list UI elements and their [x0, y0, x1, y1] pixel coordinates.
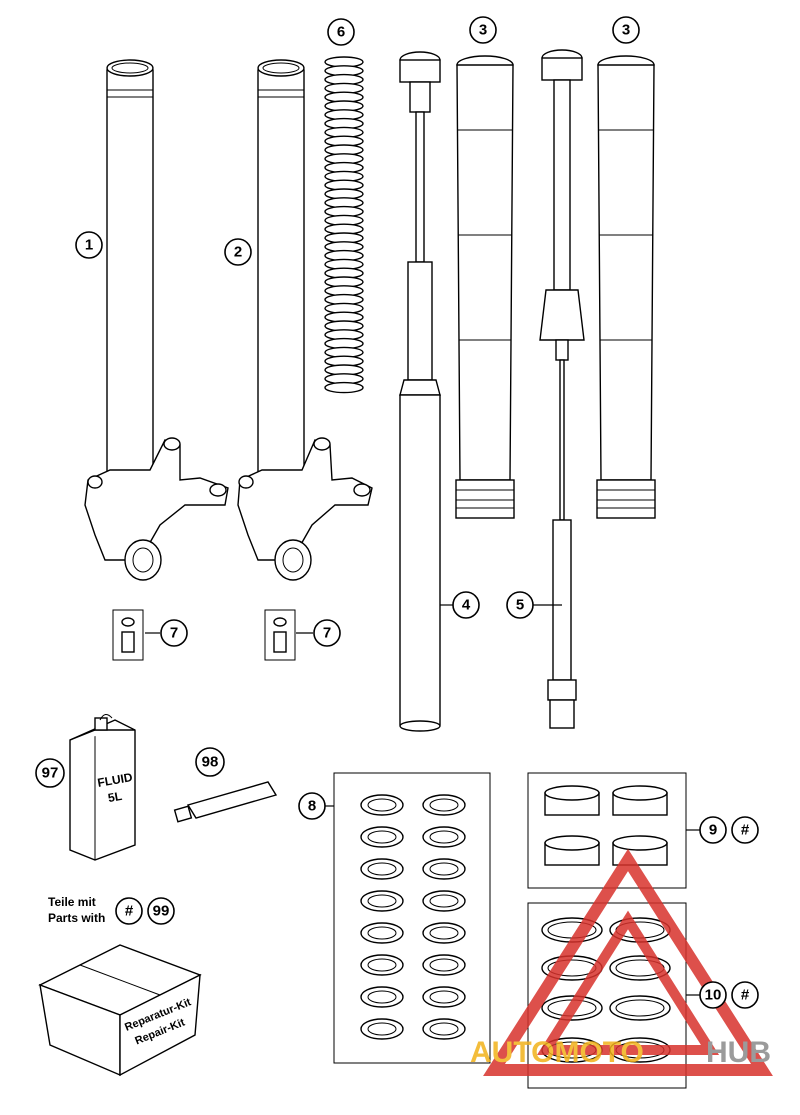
bushing-ring: [360, 890, 404, 912]
callout-99-hash: #: [115, 897, 143, 925]
bushing-ring-inner: [367, 894, 397, 908]
guide-bushing-top: [612, 785, 668, 801]
watermark-triangle: [483, 848, 773, 1076]
callout-3b: 3: [612, 16, 640, 44]
bushing-ring: [422, 826, 466, 848]
bleeder-screw-7a: [112, 609, 144, 661]
bushing-ring: [360, 858, 404, 880]
svg-text:7: 7: [323, 625, 331, 642]
bushing-set-8: [333, 772, 491, 1064]
bushing-ring: [360, 826, 404, 848]
svg-text:3: 3: [622, 22, 630, 39]
bushing-ring-inner: [367, 990, 397, 1004]
svg-text:3: 3: [479, 22, 487, 39]
fork-outer-tube-2: [237, 59, 373, 581]
guide-bushing-top: [612, 835, 668, 851]
callout-2: 2: [224, 238, 252, 266]
callout-97: 97: [35, 758, 65, 788]
bushing-ring-inner: [429, 1022, 459, 1036]
bushing-ring-inner: [429, 894, 459, 908]
svg-text:97: 97: [42, 765, 59, 782]
bushing-ring: [360, 986, 404, 1008]
callout-3a: 3: [469, 16, 497, 44]
guide-bushings-9: [527, 772, 687, 889]
bushing-ring: [360, 922, 404, 944]
can-label-volume: 5L: [107, 789, 123, 805]
damper-cartridge-4: [399, 51, 441, 732]
callout-1: 1: [75, 231, 103, 259]
bushing-ring: [422, 858, 466, 880]
callout-6: 6: [327, 18, 355, 46]
bushing-ring-inner: [429, 798, 459, 812]
guide-bushing-top: [544, 835, 600, 851]
can-label-fluid: FLUID: [96, 770, 134, 790]
watermark-text-a: AUTOMOTO: [470, 1036, 644, 1069]
callout-10: 10: [699, 981, 727, 1009]
bushing-ring-inner: [367, 830, 397, 844]
fork-oil-can: FLUID 5L: [69, 714, 136, 861]
callout-5: 5: [506, 591, 534, 619]
leader-lines: [145, 604, 700, 996]
svg-text:99: 99: [153, 903, 170, 920]
fork-outer-tube-1: [84, 59, 229, 581]
fork-inner-tube-3b: [596, 55, 656, 519]
bushing-ring: [360, 794, 404, 816]
callout-4: 4: [452, 591, 480, 619]
watermark: AUTOMOTO HUB: [470, 848, 773, 1076]
bushing-ring: [422, 922, 466, 944]
bushing-ring-inner: [367, 926, 397, 940]
bushing-ring-inner: [367, 862, 397, 876]
callout-7b: 7: [313, 619, 341, 647]
bushing-ring-inner: [429, 926, 459, 940]
guide-bushing-top: [544, 785, 600, 801]
svg-text:8: 8: [308, 798, 316, 815]
bushing-ring: [422, 1018, 466, 1040]
svg-text:4: 4: [462, 597, 471, 614]
fork-spring: [324, 56, 364, 394]
callout-8: 8: [298, 792, 326, 820]
svg-text:5: 5: [516, 597, 524, 614]
svg-text:#: #: [741, 987, 750, 1004]
bushing-ring-inner: [367, 798, 397, 812]
svg-text:#: #: [125, 903, 134, 920]
svg-text:9: 9: [709, 822, 717, 839]
bushing-ring: [360, 1018, 404, 1040]
callout-9: 9: [699, 816, 727, 844]
callout-98: 98: [195, 747, 225, 777]
bushing-ring-inner: [367, 958, 397, 972]
repair-kit-box: Reparatur-Kit Repair-Kit: [38, 944, 202, 1077]
bushing-ring-inner: [367, 1022, 397, 1036]
bushing-ring-inner: [429, 830, 459, 844]
seal-ring-inner: [615, 999, 665, 1017]
watermark-text-b: HUB: [706, 1036, 771, 1069]
spring-coil: [324, 381, 364, 394]
svg-text:#: #: [741, 822, 750, 839]
svg-text:98: 98: [202, 754, 219, 771]
bleeder-screw-7b: [264, 609, 296, 661]
svg-text:7: 7: [170, 625, 178, 642]
legend-line-de: Teile mit: [48, 895, 96, 909]
svg-text:1: 1: [85, 237, 93, 254]
damper-cartridge-5: [539, 49, 585, 729]
callout-10-hash: #: [731, 981, 759, 1009]
bushing-ring: [422, 954, 466, 976]
callout-9-hash: #: [731, 816, 759, 844]
bushing-ring-inner: [429, 990, 459, 1004]
grease-tube: [173, 781, 278, 823]
fork-inner-tube-3a: [455, 55, 515, 519]
callout-7a: 7: [160, 619, 188, 647]
bushing-ring-inner: [429, 958, 459, 972]
svg-text:2: 2: [234, 244, 242, 261]
svg-text:6: 6: [337, 24, 345, 41]
legend-line-en: Parts with: [48, 911, 105, 925]
bushing-ring: [360, 954, 404, 976]
svg-text:10: 10: [705, 987, 722, 1004]
bushing-ring: [422, 794, 466, 816]
bushing-ring: [422, 986, 466, 1008]
bushing-ring-inner: [429, 862, 459, 876]
callout-99: 99: [147, 897, 175, 925]
bushing-ring: [422, 890, 466, 912]
